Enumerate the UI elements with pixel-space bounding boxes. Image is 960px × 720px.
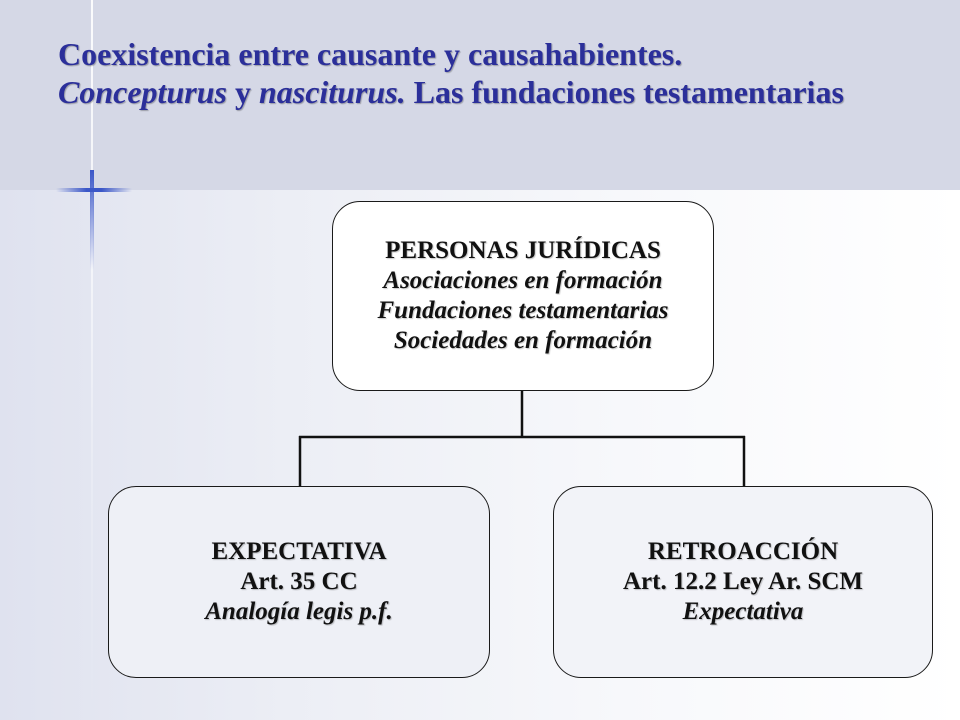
root-node-personas-juridicas: PERSONAS JURÍDICAS Asociaciones en forma…: [332, 201, 714, 391]
left-node-heading: EXPECTATIVA: [211, 538, 387, 565]
right-node-reference: Art. 12.2 Ley Ar. SCM: [622, 568, 864, 595]
root-node-item: Fundaciones testamentarias: [377, 297, 669, 324]
root-node-item: Asociaciones en formación: [383, 267, 663, 294]
left-node-reference: Art. 35 CC: [240, 568, 358, 595]
title-part-5: Las fundaciones testamentarias: [405, 73, 844, 110]
decorative-vertical-line: [91, 0, 93, 720]
right-node-note: Expectativa: [682, 598, 804, 625]
title-part-4: nasciturus.: [258, 73, 406, 110]
decorative-cross-vertical: [90, 170, 94, 270]
left-node-note: Analogía legis p.f.: [205, 598, 393, 625]
title-part-2: Concepturus: [58, 73, 227, 110]
decorative-cross-horizontal: [56, 188, 132, 192]
left-node-expectativa: EXPECTATIVA Art. 35 CC Analogía legis p.…: [108, 486, 490, 678]
right-node-heading: RETROACCIÓN: [647, 538, 839, 565]
title-band: [0, 0, 960, 190]
right-node-retroaccion: RETROACCIÓN Art. 12.2 Ley Ar. SCM Expect…: [553, 486, 933, 678]
title-part-1: Coexistencia entre causante y causahabie…: [58, 36, 683, 72]
slide-title: Coexistencia entre causante y causahabie…: [58, 36, 918, 112]
root-node-heading: PERSONAS JURÍDICAS: [385, 237, 661, 264]
title-part-3: y: [226, 73, 259, 110]
root-node-item: Sociedades en formación: [393, 327, 653, 354]
